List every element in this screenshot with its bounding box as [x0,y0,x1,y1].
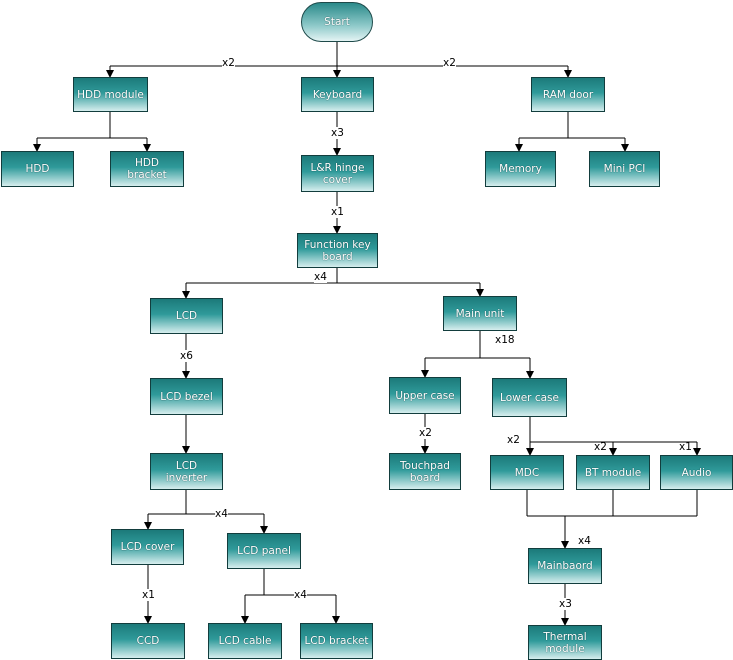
node-lower-case[interactable]: Lower case [492,378,567,417]
count-label-ccd: x1 [142,589,155,601]
count-label-hinge: x3 [331,127,344,139]
node-hdd-module[interactable]: HDD module [73,77,148,112]
node-ram-door[interactable]: RAM door [531,77,605,112]
node-mdc[interactable]: MDC [490,455,564,490]
count-label-lcd-bezel: x6 [180,350,193,362]
node-lcd-cover[interactable]: LCD cover [111,529,184,565]
count-label-hdd-module: x2 [222,57,235,69]
count-label-main-unit: x18 [495,334,515,346]
count-label-mdc: x2 [507,434,520,446]
start-node[interactable]: Start [301,2,373,42]
node-lcd[interactable]: LCD [150,298,223,334]
node-mini-pci[interactable]: Mini PCI [589,151,660,187]
node-hdd-bracket[interactable]: HDD bracket [110,151,184,187]
count-label-lcd-inverter: x4 [215,508,228,520]
node-ccd[interactable]: CCD [111,623,185,659]
count-label-thermal: x3 [559,598,572,610]
node-lcd-bracket[interactable]: LCD bracket [300,623,373,659]
node-audio[interactable]: Audio [660,455,733,490]
node-keyboard[interactable]: Keyboard [301,77,374,112]
node-lr-hinge-cover[interactable]: L&R hinge cover [301,155,374,192]
node-mainboard[interactable]: Mainbaord [528,548,602,584]
count-label-lcd-panel-split: x4 [294,589,307,601]
node-lcd-bezel[interactable]: LCD bezel [150,378,223,415]
node-hdd[interactable]: HDD [1,151,74,187]
node-lcd-cable[interactable]: LCD cable [208,623,282,659]
node-bt-module[interactable]: BT module [576,455,650,490]
count-label-ram-door: x2 [443,57,456,69]
count-label-bt-module: x2 [594,441,607,453]
node-thermal-module[interactable]: Thermal module [528,625,602,660]
node-lcd-panel[interactable]: LCD panel [227,533,301,569]
node-function-key-board[interactable]: Function key board [297,233,378,268]
count-label-function-key: x1 [331,206,344,218]
count-label-audio: x1 [679,441,692,453]
count-label-lcd-split: x4 [314,271,327,283]
count-label-mainboard: x4 [578,535,591,547]
node-touchpad-board[interactable]: Touchpad board [389,453,461,490]
node-memory[interactable]: Memory [485,151,556,187]
node-main-unit[interactable]: Main unit [443,296,517,331]
count-label-touchpad: x2 [419,427,432,439]
node-upper-case[interactable]: Upper case [389,377,461,414]
node-lcd-inverter[interactable]: LCD inverter [150,453,223,490]
